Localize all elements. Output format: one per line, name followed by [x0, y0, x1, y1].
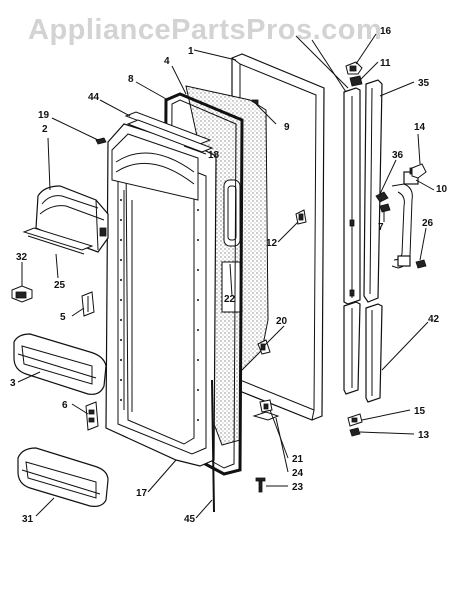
bracket-15: [347, 413, 363, 427]
vertical-strip-45: [211, 379, 215, 513]
bracket-5: [81, 291, 95, 317]
callout-8: 8: [128, 74, 134, 85]
hinge-16: [345, 61, 363, 75]
callout-25: 25: [54, 280, 66, 291]
callout-3: 3: [10, 378, 16, 389]
callout-18: 18: [208, 150, 220, 161]
bracket-24: [252, 411, 280, 421]
screw-23: [255, 477, 266, 493]
door-bin-3: [13, 333, 107, 395]
leader-lines: [17, 33, 435, 519]
callout-20: 20: [276, 316, 288, 327]
watermark: AppliancePartsPros.com: [28, 14, 383, 46]
callout-17: 17: [136, 488, 148, 499]
callout-10: 10: [436, 184, 448, 195]
callout-16: 16: [380, 26, 392, 37]
screw-13: [349, 427, 361, 437]
callout-6: 6: [62, 400, 68, 411]
hinge-21: [259, 399, 273, 413]
clip-12: [295, 209, 307, 225]
screw-19: [95, 137, 107, 145]
callout-45: 45: [184, 514, 196, 525]
screw-36: [375, 191, 389, 203]
callout-4: 4: [164, 56, 170, 67]
handle-trim-42: [343, 301, 383, 403]
callout-35: 35: [418, 78, 430, 89]
callout-11: 11: [380, 58, 391, 69]
callout-labels: 1 4 8 44 19 2 18 9 16 11 35 14 36 10 7 2…: [10, 26, 448, 525]
clip-32: [11, 285, 33, 303]
callout-1: 1: [188, 46, 194, 57]
clip-14: [411, 163, 427, 179]
screw-26: [415, 259, 427, 269]
callout-7: 7: [378, 222, 384, 233]
callout-22: 22: [224, 294, 236, 305]
callout-26: 26: [422, 218, 434, 229]
breaker-strip-top: [124, 111, 214, 153]
callout-19: 19: [38, 110, 50, 121]
callout-36: 36: [392, 150, 404, 161]
callout-44: 44: [88, 92, 100, 103]
callout-21: 21: [292, 454, 304, 465]
door-bin-31: [17, 447, 109, 507]
shelf-retainer-25: [22, 227, 94, 255]
inner-door-liner: [105, 123, 217, 467]
callout-32: 32: [16, 252, 28, 263]
callout-42: 42: [428, 314, 440, 325]
callout-31: 31: [22, 514, 34, 525]
callout-9: 9: [284, 122, 290, 133]
callout-24: 24: [292, 468, 304, 479]
callout-13: 13: [418, 430, 430, 441]
bracket-6: [85, 401, 99, 431]
callout-2: 2: [42, 124, 48, 135]
callout-5: 5: [60, 312, 66, 323]
door-handle: [391, 167, 419, 269]
handle-trim-outer-35: [363, 79, 383, 303]
callout-23: 23: [292, 482, 304, 493]
callout-12: 12: [266, 238, 278, 249]
callout-14: 14: [414, 122, 426, 133]
screw-7: [379, 203, 391, 213]
callout-15: 15: [414, 406, 426, 417]
hinge-pin-11: [349, 75, 363, 87]
handle-trim-35: [343, 87, 361, 305]
